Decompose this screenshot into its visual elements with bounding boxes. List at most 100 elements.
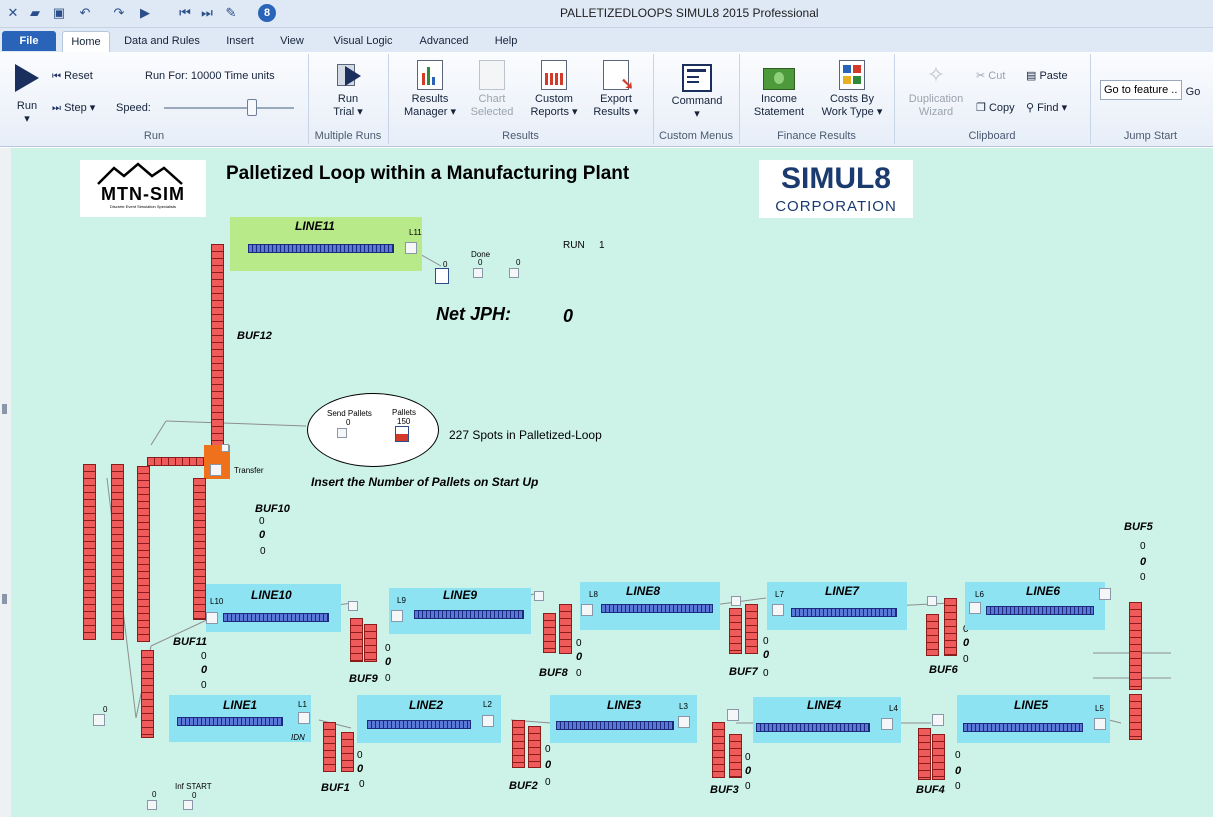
l4-station[interactable] [881, 718, 893, 730]
buf2-stack-1[interactable] [512, 720, 525, 768]
tab-insert[interactable]: Insert [226, 35, 254, 47]
buf9-stack-2[interactable] [364, 624, 377, 662]
tab-advanced[interactable]: Advanced [419, 35, 469, 47]
buf7-stack-1[interactable] [729, 608, 742, 654]
step-button[interactable]: ⏭ Step ▾ [52, 102, 112, 115]
buf4-stack-2[interactable] [932, 734, 945, 780]
run-for-label[interactable]: Run For: 10000 Time units [145, 70, 275, 82]
simul8-app-icon[interactable]: ✕ [7, 5, 19, 20]
exit-queue[interactable] [435, 268, 449, 284]
tools-icon[interactable]: ✎ [225, 5, 237, 20]
buf1-stack-1[interactable] [323, 722, 336, 772]
inf-start-point[interactable] [183, 800, 193, 810]
l11-station[interactable] [405, 242, 417, 254]
buf7-stack-2[interactable] [745, 604, 758, 654]
tab-help[interactable]: Help [494, 35, 518, 47]
loop-stack-left-1[interactable] [83, 464, 96, 640]
line3-panel[interactable] [550, 695, 697, 743]
line2-conveyor[interactable] [367, 720, 471, 729]
buf11-stack[interactable] [141, 650, 154, 738]
paste-button[interactable]: ▤ Paste [1026, 70, 1086, 83]
line10-panel[interactable] [206, 584, 341, 632]
l1-station[interactable] [298, 712, 310, 724]
speed-slider-handle[interactable] [247, 99, 257, 116]
l9-station[interactable] [391, 610, 403, 622]
copy-button[interactable]: ❐ Copy [976, 102, 1024, 115]
undo-icon[interactable]: ↶ [79, 5, 91, 20]
done-sink[interactable] [473, 268, 483, 278]
buf5-lower-stack[interactable] [1129, 694, 1142, 740]
loop-stack-left-2[interactable] [111, 464, 124, 640]
l5-station[interactable] [1094, 718, 1106, 730]
l2-station[interactable] [482, 715, 494, 727]
line5-panel[interactable] [957, 695, 1110, 743]
rewind-icon[interactable]: ⏮ [179, 5, 191, 20]
l6-station[interactable] [969, 602, 981, 614]
buf9-stack-1[interactable] [350, 618, 363, 662]
command-button[interactable]: Command▾ [665, 60, 729, 121]
line10-conveyor[interactable] [223, 613, 329, 622]
simul8-8-icon[interactable]: 8 [258, 4, 276, 22]
l6-entry[interactable] [1099, 588, 1111, 600]
line5-conveyor[interactable] [963, 723, 1083, 732]
left-arrow-icon[interactable] [2, 594, 7, 604]
transfer-station[interactable] [210, 464, 222, 476]
buf6-stack-1[interactable] [926, 614, 939, 656]
send-pallets-station[interactable] [337, 428, 347, 438]
tab-home[interactable]: Home [62, 31, 110, 52]
l10-station[interactable] [206, 612, 218, 624]
left-arrow-icon[interactable] [2, 404, 7, 414]
redo-icon[interactable]: ↷ [113, 5, 125, 20]
buf4-entry[interactable] [932, 714, 944, 726]
buf9-exit[interactable] [348, 601, 358, 611]
find-button[interactable]: ⚲ Find ▾ [1026, 102, 1086, 115]
reset-button[interactable]: ⏮ Reset [52, 70, 112, 83]
buf8-stack-1[interactable] [543, 613, 556, 653]
l3-station[interactable] [678, 716, 690, 728]
pallets-queue[interactable] [395, 426, 409, 442]
l7-station[interactable] [772, 604, 784, 616]
go-to-feature-input[interactable] [1100, 80, 1182, 100]
line8-conveyor[interactable] [601, 604, 713, 613]
end-sink[interactable] [509, 268, 519, 278]
buf3-entry[interactable] [727, 709, 739, 721]
step-icon[interactable]: ⏭ [201, 5, 213, 20]
speed-slider[interactable] [164, 107, 294, 109]
go-button[interactable]: Go [1185, 86, 1201, 98]
buf12-stack[interactable] [211, 244, 224, 446]
buf8-exit[interactable] [534, 591, 544, 601]
line11-conveyor[interactable] [248, 244, 394, 253]
line6-conveyor[interactable] [986, 606, 1094, 615]
line4-conveyor[interactable] [756, 723, 870, 732]
buf6-exit[interactable] [927, 596, 937, 606]
line9-conveyor[interactable] [414, 610, 524, 619]
save-icon[interactable]: ▣ [52, 5, 66, 20]
line1-conveyor[interactable] [177, 717, 283, 726]
tab-file[interactable]: File [2, 31, 56, 51]
line7-panel[interactable] [767, 582, 907, 630]
buf5-stack[interactable] [1129, 602, 1142, 690]
line2-panel[interactable] [357, 695, 501, 743]
buf1-stack-2[interactable] [341, 732, 354, 772]
tab-data-and-rules[interactable]: Data and Rules [124, 35, 200, 47]
buf7-exit[interactable] [731, 596, 741, 606]
buf3-stack-1[interactable] [712, 722, 725, 778]
loop-stack-left-3[interactable] [137, 466, 150, 642]
buf4-stack-1[interactable] [918, 728, 931, 780]
line4-panel[interactable] [753, 697, 901, 743]
transfer-entry[interactable] [221, 444, 229, 452]
tab-visual-logic[interactable]: Visual Logic [333, 35, 393, 47]
simulation-canvas[interactable]: MTN-SIM Discrete Event Simulation Specia… [11, 148, 1213, 817]
transfer-feed-stack[interactable] [147, 457, 209, 466]
open-icon[interactable]: ▰ [30, 5, 40, 20]
tab-view[interactable]: View [280, 35, 304, 47]
play-icon[interactable]: ▶ [140, 5, 150, 20]
buf6-stack-2[interactable] [944, 598, 957, 656]
